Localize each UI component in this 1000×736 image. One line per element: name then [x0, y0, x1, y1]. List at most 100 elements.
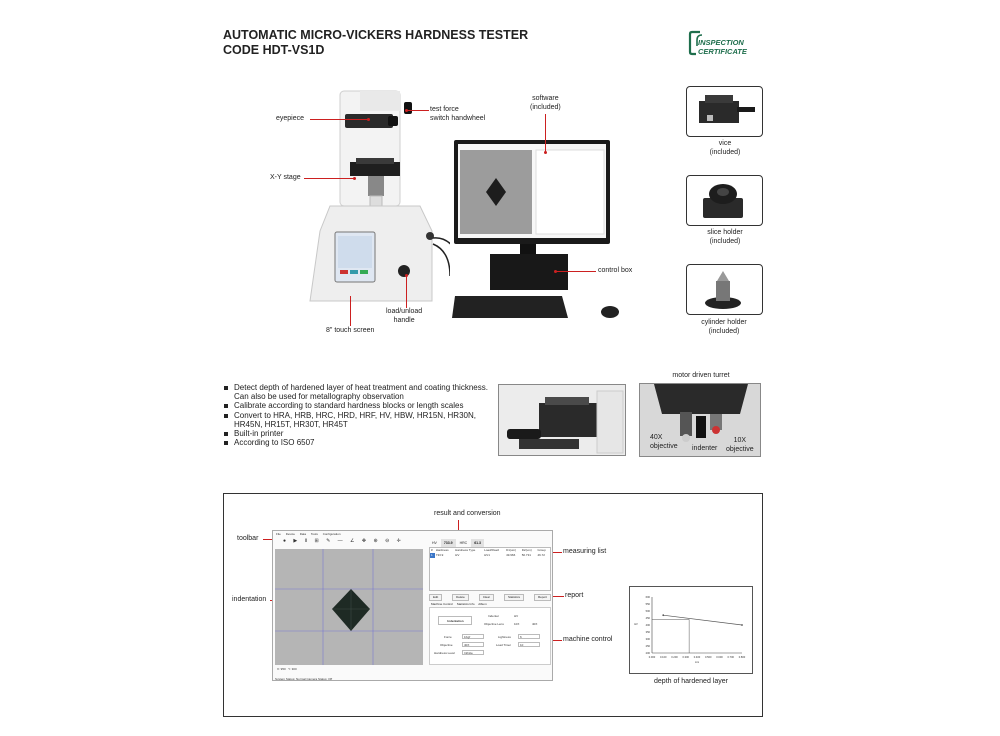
xy-stage-label: X-Y stage: [270, 174, 301, 181]
obj40-line2: objective: [650, 442, 678, 450]
depth-chart-caption: depth of hardened layer: [654, 678, 728, 685]
software-label: software (included): [530, 95, 561, 112]
table-row[interactable]: 1 733.9 HV HV1 49.966 50.731 46.72: [430, 553, 550, 558]
pc-workstation-image: [452, 140, 619, 318]
x-tick-label: 0.100: [660, 655, 667, 659]
software-dot: [544, 151, 547, 154]
menu-device[interactable]: Device: [285, 532, 295, 536]
indentation-image: [275, 549, 423, 665]
x-tick-label: 0.400: [694, 655, 701, 659]
measuring-table: # Hardness Hardness Type Load/Dwell D1(u…: [429, 547, 551, 591]
load-timer-field[interactable]: 10: [518, 642, 540, 647]
camera-coords: X: 950 Y: 300: [277, 667, 297, 671]
col-hardness-type: Hardness Type: [455, 548, 476, 552]
vice-caption: vice (included): [704, 140, 746, 157]
cylinder-holder-caption: cylinder holder (included): [694, 319, 754, 336]
tab-album[interactable]: Album: [478, 602, 487, 606]
menu-bar: File Device Data Tools Configuration: [273, 531, 552, 537]
slice-holder-caption: slice holder (included): [700, 229, 750, 246]
tab-statistics-info[interactable]: Statistics Info: [456, 602, 475, 606]
delete-button[interactable]: Delete: [452, 594, 469, 601]
report-leader: [550, 596, 564, 597]
edit-button[interactable]: Edit: [429, 594, 443, 601]
test-force-label: test force switch handwheel: [430, 106, 485, 123]
indenter-field-label: Indenter: [488, 614, 500, 618]
load-unload-leader: [406, 276, 407, 308]
force-label: Force: [444, 635, 452, 639]
software-line2: (included): [530, 103, 561, 111]
y-tick-label: 550: [646, 602, 651, 606]
title-line-2: CODE HDT-VS1D: [223, 43, 325, 57]
cell: 46.72: [537, 553, 545, 557]
table-header-row: # Hardness Hardness Type Load/Dwell D1(u…: [430, 548, 550, 553]
tab-machine-control[interactable]: Machine Control: [431, 602, 453, 606]
xy-stage-closeup-image: [499, 385, 625, 455]
document-title: AUTOMATIC MICRO-VICKERS HARDNESS TESTER …: [223, 28, 528, 58]
hardness-level-label: Hardness Level: [434, 651, 455, 655]
result-value-hrc: 61.3: [471, 539, 484, 547]
lens-40x-button[interactable]: 40X: [532, 622, 538, 626]
result-leader: [458, 520, 459, 538]
x-tick-label: 0.000: [649, 655, 656, 659]
cell: 733.9: [435, 553, 444, 557]
vice-image-box: [686, 86, 763, 137]
objective-select[interactable]: 40X: [462, 642, 484, 647]
y-axis-label: HV: [634, 622, 638, 626]
menu-tools[interactable]: Tools: [310, 532, 318, 536]
result-tab-hv[interactable]: HV: [432, 541, 437, 545]
menu-data[interactable]: Data: [299, 532, 307, 536]
series-line: [663, 614, 743, 626]
load-timer-label: Load Timer: [496, 643, 512, 647]
vice-name: vice: [718, 140, 732, 147]
objective-lens-label: Objective Lens: [484, 622, 504, 626]
feature-item: According to ISO 6507: [224, 438, 494, 447]
indenter-label: indenter: [692, 445, 718, 452]
cert-line-1: INSPECTION: [698, 38, 744, 47]
control-box-label: control box: [598, 267, 633, 274]
lens-10x-button[interactable]: 10X: [514, 622, 520, 626]
result-value-hv: 733.9: [440, 539, 456, 547]
indentation-button[interactable]: Indentation: [438, 616, 472, 625]
statistics-button[interactable]: Statistics: [503, 594, 524, 601]
clear-button[interactable]: Clear: [478, 594, 494, 601]
software-leader: [545, 114, 546, 152]
col-d1: D1(um): [506, 548, 517, 552]
result-tab-hrc[interactable]: HRC: [459, 541, 468, 545]
menu-file[interactable]: File: [276, 532, 281, 536]
obj10-line1: 10X: [733, 437, 747, 444]
force-select[interactable]: 1Kgf: [462, 634, 484, 639]
slice-holder-note: (included): [709, 237, 741, 245]
inspection-certificate-logo: INSPECTION CERTIFICATE: [688, 30, 766, 58]
x-tick-label: 0.500: [705, 655, 712, 659]
cell: HV: [455, 553, 460, 557]
indenter-value: HV: [514, 614, 519, 618]
measuring-list-leader: [548, 552, 562, 553]
certificate-text: INSPECTION CERTIFICATE: [698, 38, 747, 56]
turret-photo: [639, 383, 761, 457]
report-label: report: [565, 592, 584, 599]
objective-label: Objective: [440, 643, 453, 647]
data-point: [662, 614, 665, 617]
load-unload-line1: load/unload: [386, 308, 423, 315]
x-tick-label: 0.800: [739, 655, 746, 659]
report-button[interactable]: Report: [533, 594, 551, 601]
col-index: #: [431, 548, 433, 552]
y-tick-label: 200: [646, 651, 651, 655]
hardness-level-select[interactable]: Infinite: [462, 650, 484, 655]
load-unload-line2: handle: [393, 316, 415, 324]
control-tabs: Machine Control Statistics Info Album: [431, 602, 490, 606]
control-box-leader: [556, 271, 596, 272]
machine-control-label: machine control: [563, 636, 613, 643]
x-tick-label: 0.300: [683, 655, 690, 659]
machine-control-panel: Indentation Indenter HV Objective Lens 1…: [429, 607, 551, 665]
feature-list: Detect depth of hardened layer of heat t…: [224, 383, 494, 447]
obj40-line1: 40X: [650, 434, 663, 441]
lightness-field[interactable]: 6: [518, 634, 540, 639]
cylinder-holder-name: cylinder holder: [701, 319, 747, 326]
toolbar-icons[interactable]: ● ▶ Ⅱ ⊞ ✎ — ∠ ✥ ⊕ ⊖ ✛: [283, 538, 404, 544]
eyepiece-dot: [367, 118, 370, 121]
menu-configuration[interactable]: Configuration: [322, 532, 341, 536]
x-tick-label: 0.600: [716, 655, 723, 659]
cylinder-holder-image-box: [686, 264, 763, 315]
